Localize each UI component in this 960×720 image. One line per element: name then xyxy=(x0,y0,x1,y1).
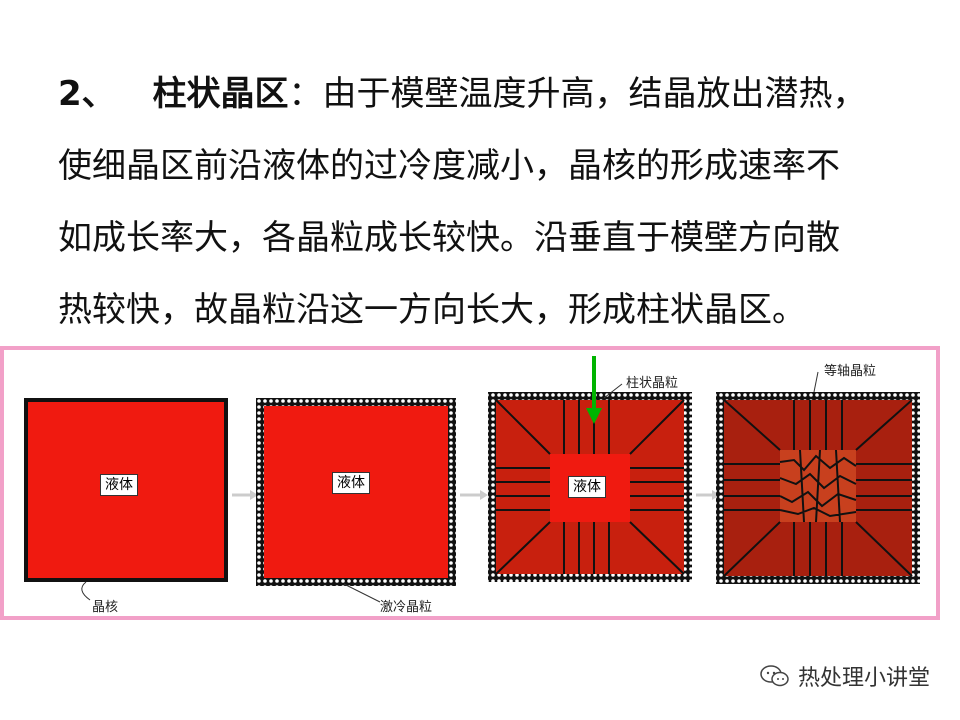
wechat-icon xyxy=(760,665,789,687)
diagram-frame: 液体 液体 液体 晶核 激冷晶粒 柱状晶粒 等轴晶粒 xyxy=(0,346,940,620)
heat-flow-arrow xyxy=(586,356,602,424)
section-heading: 柱状晶区 xyxy=(152,74,289,114)
solidification-diagram xyxy=(24,356,920,603)
section-number: 2、 xyxy=(58,74,116,114)
liquid-label-3: 液体 xyxy=(568,476,606,498)
stage-4-mold xyxy=(716,392,920,584)
liquid-label-2: 液体 xyxy=(332,472,370,494)
watermark: 热处理小讲堂 xyxy=(760,660,930,692)
annotation-nucleus: 晶核 xyxy=(92,600,119,615)
annotation-equiaxed-grains: 等轴晶粒 xyxy=(824,364,877,379)
line-2: 使细晶区前沿液体的过冷度减小，晶核的形成速率不 xyxy=(58,146,840,186)
annotation-columnar-grains: 柱状晶粒 xyxy=(626,376,679,391)
line-1-text: ：由于模壁温度升高，结晶放出潜热， xyxy=(288,74,867,114)
watermark-text: 热处理小讲堂 xyxy=(797,666,930,691)
annotation-chill-grains: 激冷晶粒 xyxy=(380,600,433,615)
line-1: 2、 柱状晶区：由于模壁温度升高，结晶放出潜热， xyxy=(58,58,938,130)
liquid-label-1: 液体 xyxy=(100,474,138,496)
paragraph: 2、 柱状晶区：由于模壁温度升高，结晶放出潜热， 使细晶区前沿液体的过冷度减小，… xyxy=(58,58,938,346)
line-4: 热较快，故晶粒沿这一方向长大，形成柱状晶区。 xyxy=(58,290,806,330)
line-3: 如成长率大，各晶粒成长较快。沿垂直于模壁方向散 xyxy=(58,218,840,258)
